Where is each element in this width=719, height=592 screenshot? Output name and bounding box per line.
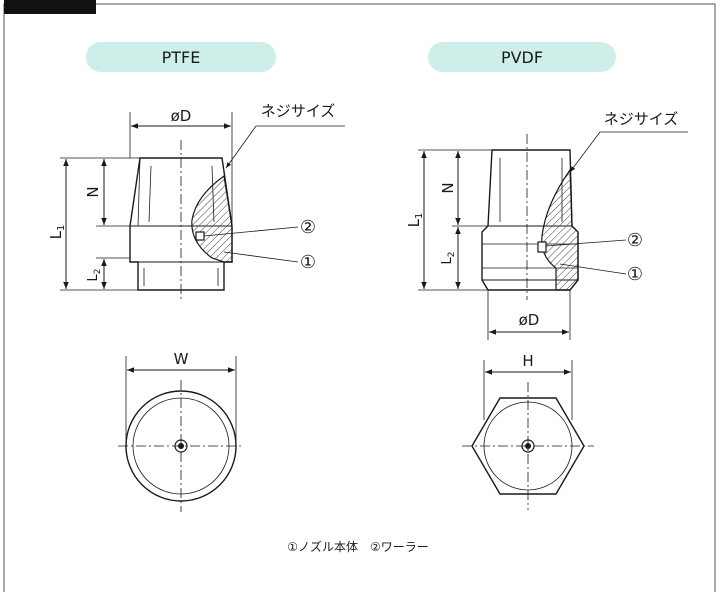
ptfe-callout-1: ① (300, 252, 316, 273)
pvdf-callout-1: ① (627, 264, 643, 285)
ptfe-thread-leader (225, 125, 257, 169)
pvdf-callout-2: ② (627, 230, 643, 251)
pvdf-swirler (537, 241, 547, 253)
ptfe-width-label: W (174, 350, 189, 368)
parts-legend: ①ノズル本体 ②ワーラー (287, 539, 429, 554)
corner-tab (4, 0, 96, 14)
pvdf-callout-1-leader (559, 263, 627, 275)
ptfe-l1-label: L1 (47, 225, 67, 240)
pvdf-callout-2-leader (545, 239, 627, 247)
ptfe-callout-1-leader (223, 251, 299, 263)
sheet-frame (3, 3, 716, 592)
pvdf-thread-leader (569, 131, 601, 173)
ptfe-callout-2: ② (300, 217, 316, 238)
pvdf-section: PVDF ネジサイズ L1 N L2 (405, 42, 688, 510)
ptfe-section: PTFE øD ネジサイズ L1 (47, 42, 345, 512)
ptfe-swirler (195, 231, 205, 241)
pvdf-height-label: H (522, 352, 533, 370)
pvdf-title: PVDF (501, 48, 543, 67)
pvdf-l2-label: L2 (440, 252, 457, 265)
ptfe-title: PTFE (162, 48, 201, 67)
ptfe-diameter-label: øD (171, 107, 192, 125)
pvdf-l1-label: L1 (405, 213, 425, 228)
pvdf-n-label: N (439, 182, 457, 193)
ptfe-l2-label: L2 (86, 269, 103, 282)
ptfe-callout-2-leader (203, 226, 299, 237)
pvdf-top-view (462, 382, 594, 510)
ptfe-n-label: N (84, 186, 102, 197)
ptfe-pill (86, 42, 276, 72)
ptfe-top-view (118, 380, 244, 512)
pvdf-pill (428, 42, 616, 72)
pvdf-diameter-label: øD (519, 311, 540, 329)
pvdf-thread-label: ネジサイズ (604, 110, 679, 128)
ptfe-thread-label: ネジサイズ (261, 102, 336, 120)
